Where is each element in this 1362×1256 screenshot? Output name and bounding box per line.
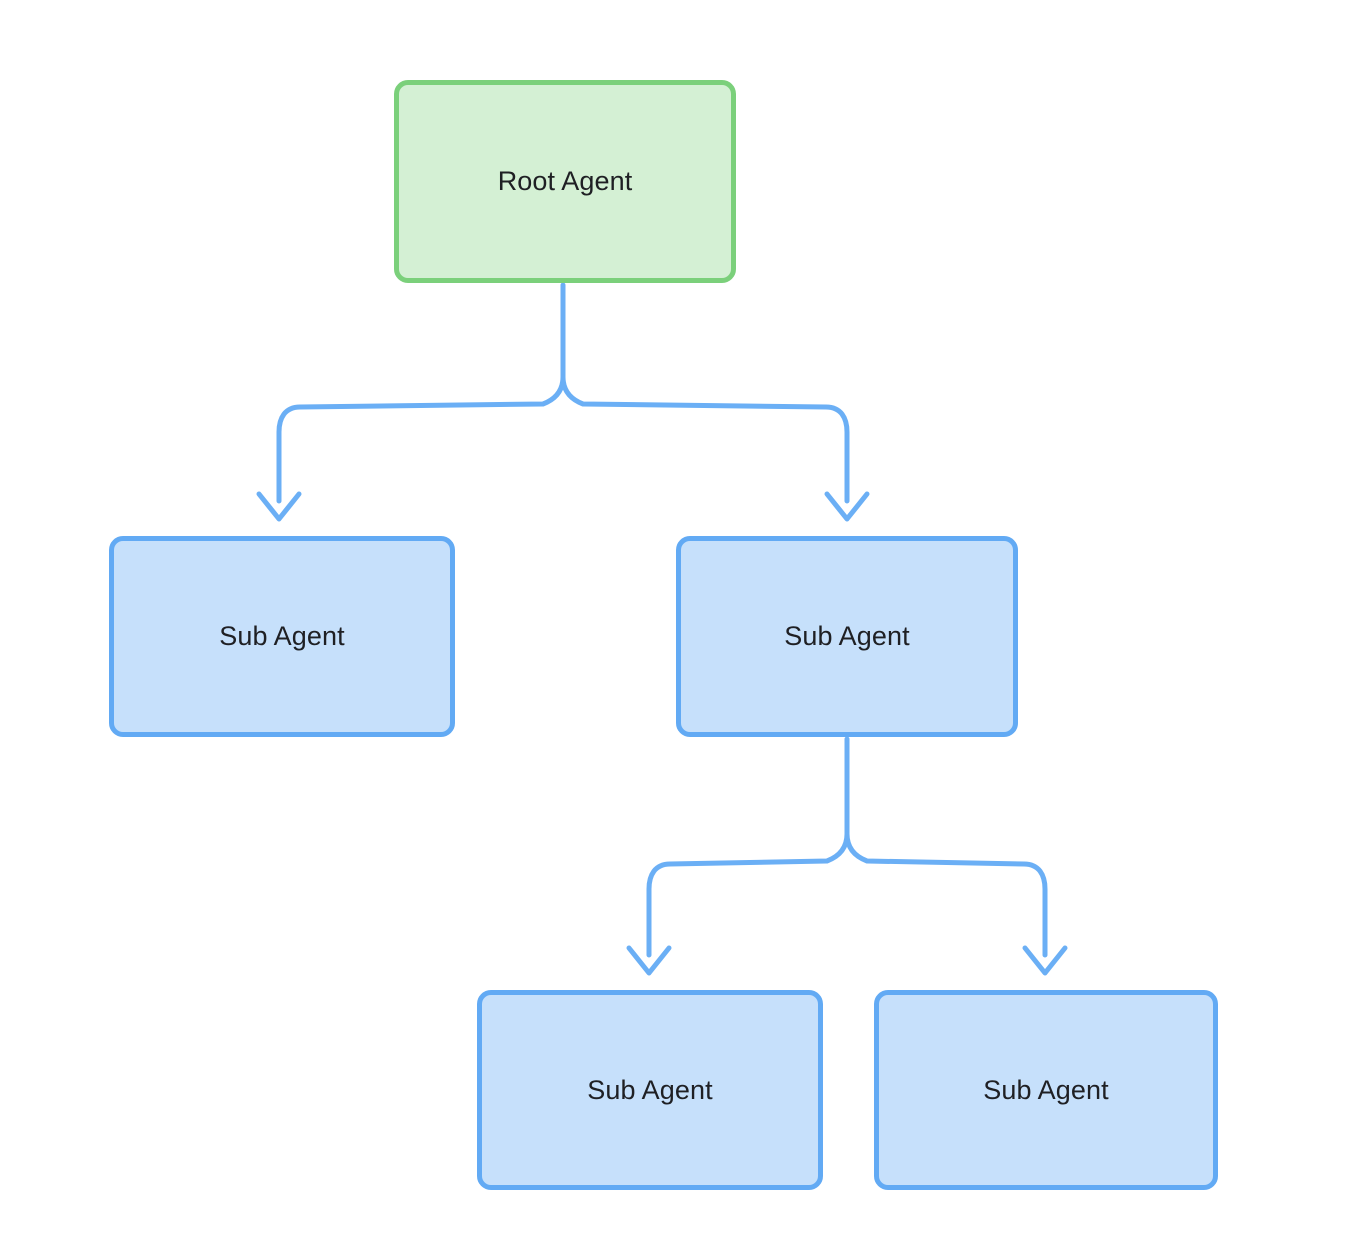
node-sub-agent-2-1-label: Sub Agent — [587, 1074, 713, 1105]
node-sub-agent-2-2-label: Sub Agent — [983, 1074, 1109, 1105]
node-root-agent-label: Root Agent — [497, 166, 633, 197]
node-root-agent[interactable]: Root Agent — [394, 80, 736, 283]
edge-sub-agent-to-children-left — [646, 736, 850, 958]
edge-root-to-sub-agent-right — [560, 374, 850, 504]
edge-sub-agent-to-children-right — [844, 831, 1048, 958]
node-sub-agent-2-2[interactable]: Sub Agent — [874, 990, 1218, 1190]
node-sub-agent-1-label: Sub Agent — [219, 621, 345, 652]
arrowhead-into-sub-agent-2 — [824, 491, 870, 522]
edge-root-to-sub-agents — [276, 282, 566, 504]
arrowhead-into-sub-agent-2-1 — [626, 945, 672, 976]
arrowhead-into-sub-agent-2-2 — [1022, 945, 1068, 976]
node-sub-agent-1[interactable]: Sub Agent — [109, 536, 455, 737]
node-sub-agent-2[interactable]: Sub Agent — [676, 536, 1018, 737]
arrowhead-into-sub-agent-1 — [256, 491, 302, 522]
node-sub-agent-2-label: Sub Agent — [784, 621, 910, 652]
node-sub-agent-2-1[interactable]: Sub Agent — [477, 990, 823, 1190]
